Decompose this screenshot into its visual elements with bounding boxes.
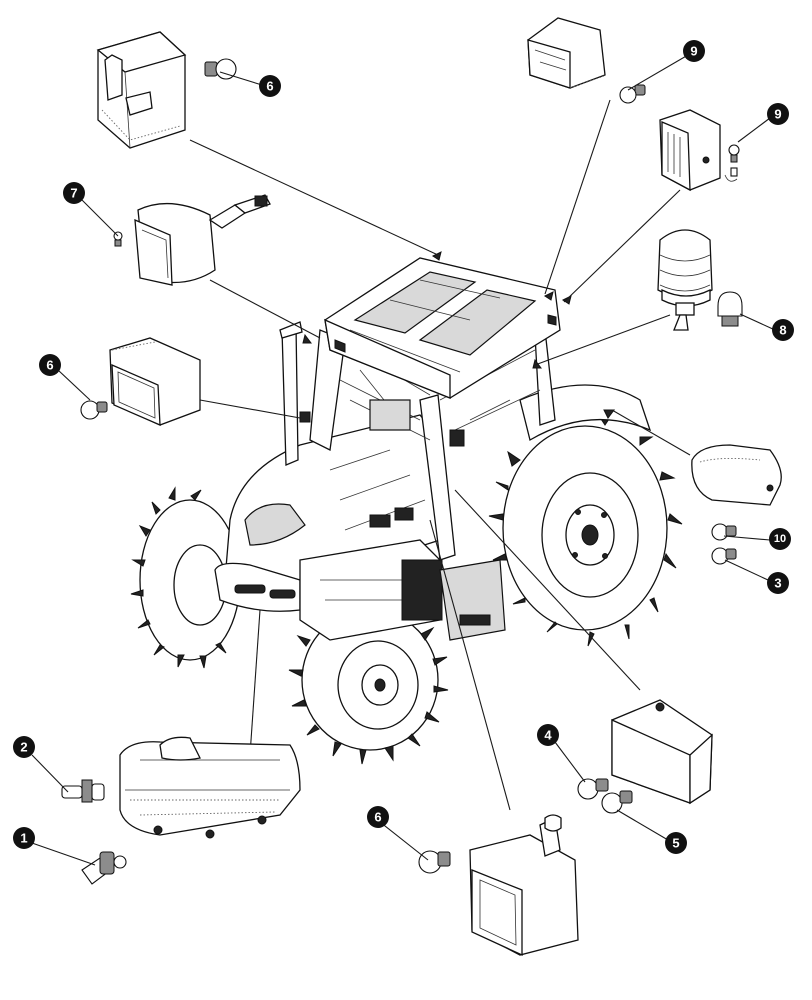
callout-9-top-label: 9: [690, 44, 697, 59]
callout-8-label: 8: [779, 323, 786, 338]
callout-9-right: 9: [767, 103, 789, 125]
callout-3-label: 3: [774, 576, 781, 591]
bulb-icon-9-right: [724, 144, 740, 182]
side-marker-lamp: [659, 109, 721, 192]
callout-1: 1: [13, 827, 35, 849]
bulb-icon-6-left: [80, 400, 108, 420]
rear-tail-lamp-right: [691, 444, 782, 506]
callout-5: 5: [665, 832, 687, 854]
tractor-illustration: [130, 251, 683, 765]
rotating-beacon: [657, 229, 713, 331]
square-work-lamp-left: [109, 337, 201, 427]
callout-2-label: 2: [20, 740, 27, 755]
cab-roof: [324, 257, 561, 399]
callout-leaders: [31, 54, 776, 866]
bulb-icon-5: [601, 790, 633, 814]
rear-tail-lamp-box: [611, 699, 713, 805]
rear-wheel-right: [488, 404, 683, 647]
bulb-icon-4: [577, 778, 609, 800]
callout-6-top: 6: [259, 75, 281, 97]
callout-8: 8: [772, 319, 794, 341]
callout-7-label: 7: [70, 186, 77, 201]
callout-2: 2: [13, 736, 35, 758]
callout-5-label: 5: [672, 836, 679, 851]
bulb-icon-1: [81, 851, 127, 885]
callout-6-left-label: 6: [46, 358, 53, 373]
callout-9-top: 9: [683, 40, 705, 62]
bulb-icon-7: [113, 231, 123, 247]
cab-work-light-left: [134, 194, 271, 286]
bulb-icon-2: [61, 779, 105, 803]
callout-3: 3: [767, 572, 789, 594]
callout-6-top-label: 6: [266, 79, 273, 94]
bulb-icon-6-bottom: [418, 850, 451, 874]
callout-6-bottom: 6: [367, 806, 389, 828]
callout-1-label: 1: [20, 831, 27, 846]
callout-7: 7: [63, 182, 85, 204]
callout-6-bottom-label: 6: [374, 810, 381, 825]
front-headlight-cluster: [119, 736, 301, 839]
callout-4-label: 4: [544, 728, 552, 743]
bulb-icon-3: [711, 547, 737, 565]
roof-marker-light: [527, 17, 606, 89]
bulb-icon-6-top: [204, 58, 237, 80]
callout-10: 10: [769, 528, 791, 550]
callout-4: 4: [537, 724, 559, 746]
bulb-icon-9-top: [619, 84, 646, 104]
bulb-icon-10: [711, 523, 737, 541]
leader-lines: [189, 99, 691, 811]
bottom-work-lamp: [469, 814, 579, 957]
callout-9-right-label: 9: [774, 107, 781, 122]
front-work-light-top-left: [96, 31, 187, 149]
callout-6-left: 6: [39, 354, 61, 376]
front-wheel-right: [288, 597, 449, 765]
bulb-icon-8: [717, 291, 743, 327]
callout-10-label: 10: [774, 533, 786, 545]
